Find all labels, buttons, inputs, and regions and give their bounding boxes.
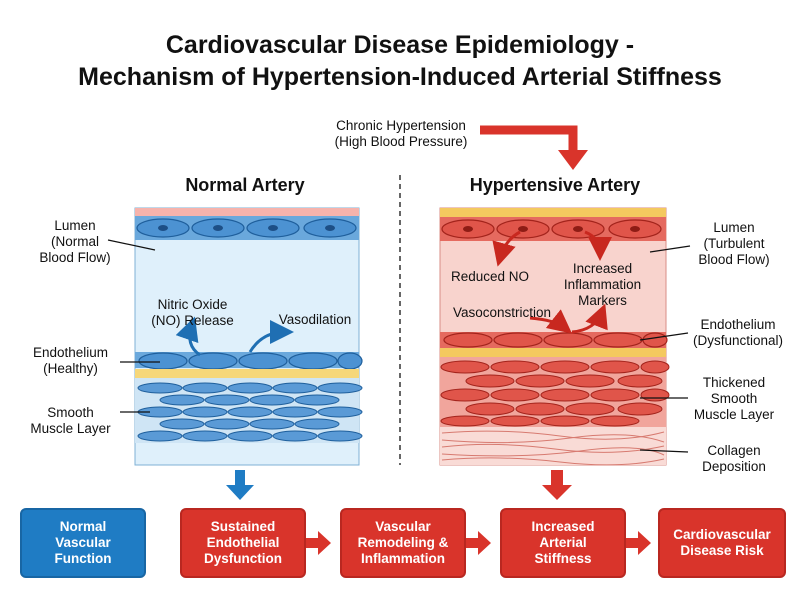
trigger-arrow xyxy=(480,125,578,152)
hypertensive-artery-title: Hypertensive Artery xyxy=(469,175,641,195)
normal-lumen-line2: (Normal xyxy=(50,234,99,249)
flow-box-1-line2: Vascular xyxy=(55,535,111,550)
smooth-muscle-line2: Muscle Layer xyxy=(30,421,111,436)
flow-box-4-line2: Arterial xyxy=(539,535,587,550)
thickened-muscle-line2: Smooth xyxy=(710,391,758,406)
flow-box-5-line1: Cardiovascular xyxy=(673,527,771,542)
thickened-muscle-line3: Muscle Layer xyxy=(693,407,775,422)
flow-box-2-line2: Endothelial xyxy=(206,535,280,550)
hyper-lumen-label: Lumen (Turbulent Blood Flow) xyxy=(688,220,780,268)
trigger-arrowhead xyxy=(558,150,588,170)
flow-box-arterial-stiffness: Increased Arterial Stiffness xyxy=(500,508,626,578)
trigger-line1: Chronic Hypertension xyxy=(336,118,466,133)
inflammation-arrow xyxy=(584,230,612,261)
flow-box-4-line1: Increased xyxy=(531,519,595,534)
hyper-lumen-line1: Lumen xyxy=(713,220,755,235)
smooth-muscle-line1: Smooth xyxy=(47,405,94,420)
thickened-muscle-label: Thickened Smooth Muscle Layer xyxy=(688,375,780,423)
flow-box-normal-function: Normal Vascular Function xyxy=(20,508,146,578)
normal-endothelium-line1: Endothelium xyxy=(32,345,109,360)
thickened-muscle-line1: Thickened xyxy=(702,375,766,390)
normal-artery xyxy=(134,207,363,466)
collagen-line2: Deposition xyxy=(702,459,766,474)
normal-endothelium-line2: (Healthy) xyxy=(43,361,98,376)
collagen-line1: Collagen xyxy=(707,443,761,458)
flow-box-5-line2: Disease Risk xyxy=(680,543,764,558)
flow-box-remodeling: Vascular Remodeling & Inflammation xyxy=(340,508,466,578)
hypertensive-artery xyxy=(439,207,670,466)
flow-box-3-line2: Remodeling & xyxy=(357,535,449,550)
hyper-endothelium-line2: (Dysfunctional) xyxy=(692,333,784,348)
smooth-muscle-label: Smooth Muscle Layer xyxy=(18,405,123,437)
normal-lumen-line1: Lumen xyxy=(54,218,96,233)
flow-box-3-line1: Vascular xyxy=(375,519,431,534)
diagram-title-line1: Cardiovascular Disease Epidemiology - xyxy=(165,31,635,59)
flow-box-2-line1: Sustained xyxy=(210,519,276,534)
normal-artery-title: Normal Artery xyxy=(185,175,305,195)
flow-arrow-3 xyxy=(625,531,651,555)
flow-arrow-2 xyxy=(465,531,491,555)
vasoconstriction-up-arrow xyxy=(571,303,608,334)
vasodilation-label: Vasodilation xyxy=(278,312,352,327)
flow-arrow-1 xyxy=(305,531,331,555)
normal-lumen-label: Lumen (Normal Blood Flow) xyxy=(25,218,125,266)
hyper-down-arrow xyxy=(542,470,572,500)
inflammation-line2: Inflammation xyxy=(563,277,642,292)
no-release-line1: Nitric Oxide xyxy=(157,297,228,312)
vasodilation-arrow xyxy=(248,320,294,353)
flow-box-1-line1: Normal xyxy=(59,519,107,534)
hyper-lumen-line2: (Turbulent xyxy=(703,236,765,251)
reduced-no-arrow xyxy=(492,230,521,267)
flow-box-disease-risk: Cardiovascular Disease Risk xyxy=(658,508,786,578)
flow-box-3-line3: Inflammation xyxy=(360,551,445,566)
normal-endothelium-label: Endothelium (Healthy) xyxy=(18,345,123,377)
hyper-endothelium-label: Endothelium (Dysfunctional) xyxy=(684,317,792,349)
collagen-label: Collagen Deposition xyxy=(688,443,780,475)
vasoconstriction-arrow xyxy=(529,309,573,334)
reduced-no-label: Reduced NO xyxy=(450,269,530,284)
no-release-arrow xyxy=(175,316,201,357)
inflammation-line1: Increased xyxy=(572,261,633,276)
no-release-label: Nitric Oxide (NO) Release xyxy=(145,297,240,329)
flow-box-1-line3: Function xyxy=(54,551,112,566)
inflammation-label: Increased Inflammation Markers xyxy=(555,261,650,309)
vasoconstriction-label: Vasoconstriction xyxy=(452,305,552,320)
normal-lumen-line3: Blood Flow) xyxy=(39,250,111,265)
inflammation-line3: Markers xyxy=(578,293,627,308)
diagram-title-line2: Mechanism of Hypertension-Induced Arteri… xyxy=(78,63,722,91)
trigger-label: Chronic Hypertension (High Blood Pressur… xyxy=(312,118,490,150)
trigger-line2: (High Blood Pressure) xyxy=(334,134,468,149)
flow-box-4-line3: Stiffness xyxy=(534,551,592,566)
flow-box-endothelial-dysfunction: Sustained Endothelial Dysfunction xyxy=(180,508,306,578)
hyper-endothelium-line1: Endothelium xyxy=(700,317,776,332)
flow-box-2-line3: Dysfunction xyxy=(203,551,282,566)
hyper-lumen-line3: Blood Flow) xyxy=(698,252,770,267)
no-release-line2: (NO) Release xyxy=(151,313,234,328)
normal-down-arrow xyxy=(226,470,254,500)
